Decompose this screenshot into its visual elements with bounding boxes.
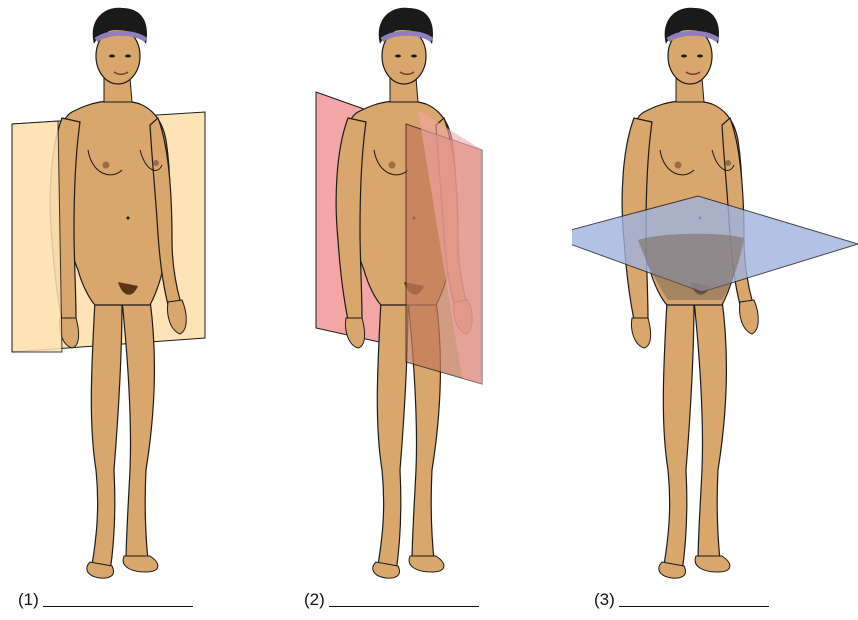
figure-1-illustration — [0, 0, 286, 620]
figure-label-3: (3) — [594, 590, 615, 610]
figure-panel-3: (3) — [572, 0, 858, 620]
answer-blank-1 — [43, 592, 193, 607]
figure-3-illustration — [572, 0, 858, 620]
figure-2-illustration — [286, 0, 572, 620]
figure-label-1: (1) — [18, 590, 39, 610]
caption-2: (2) — [304, 590, 479, 610]
figure-panel-2: (2) — [286, 0, 572, 620]
caption-1: (1) — [18, 590, 193, 610]
caption-3: (3) — [594, 590, 769, 610]
figure-label-2: (2) — [304, 590, 325, 610]
human-body-1 — [50, 8, 186, 578]
answer-blank-3 — [619, 592, 769, 607]
answer-blank-2 — [329, 592, 479, 607]
figure-panel-1: (1) — [0, 0, 286, 620]
